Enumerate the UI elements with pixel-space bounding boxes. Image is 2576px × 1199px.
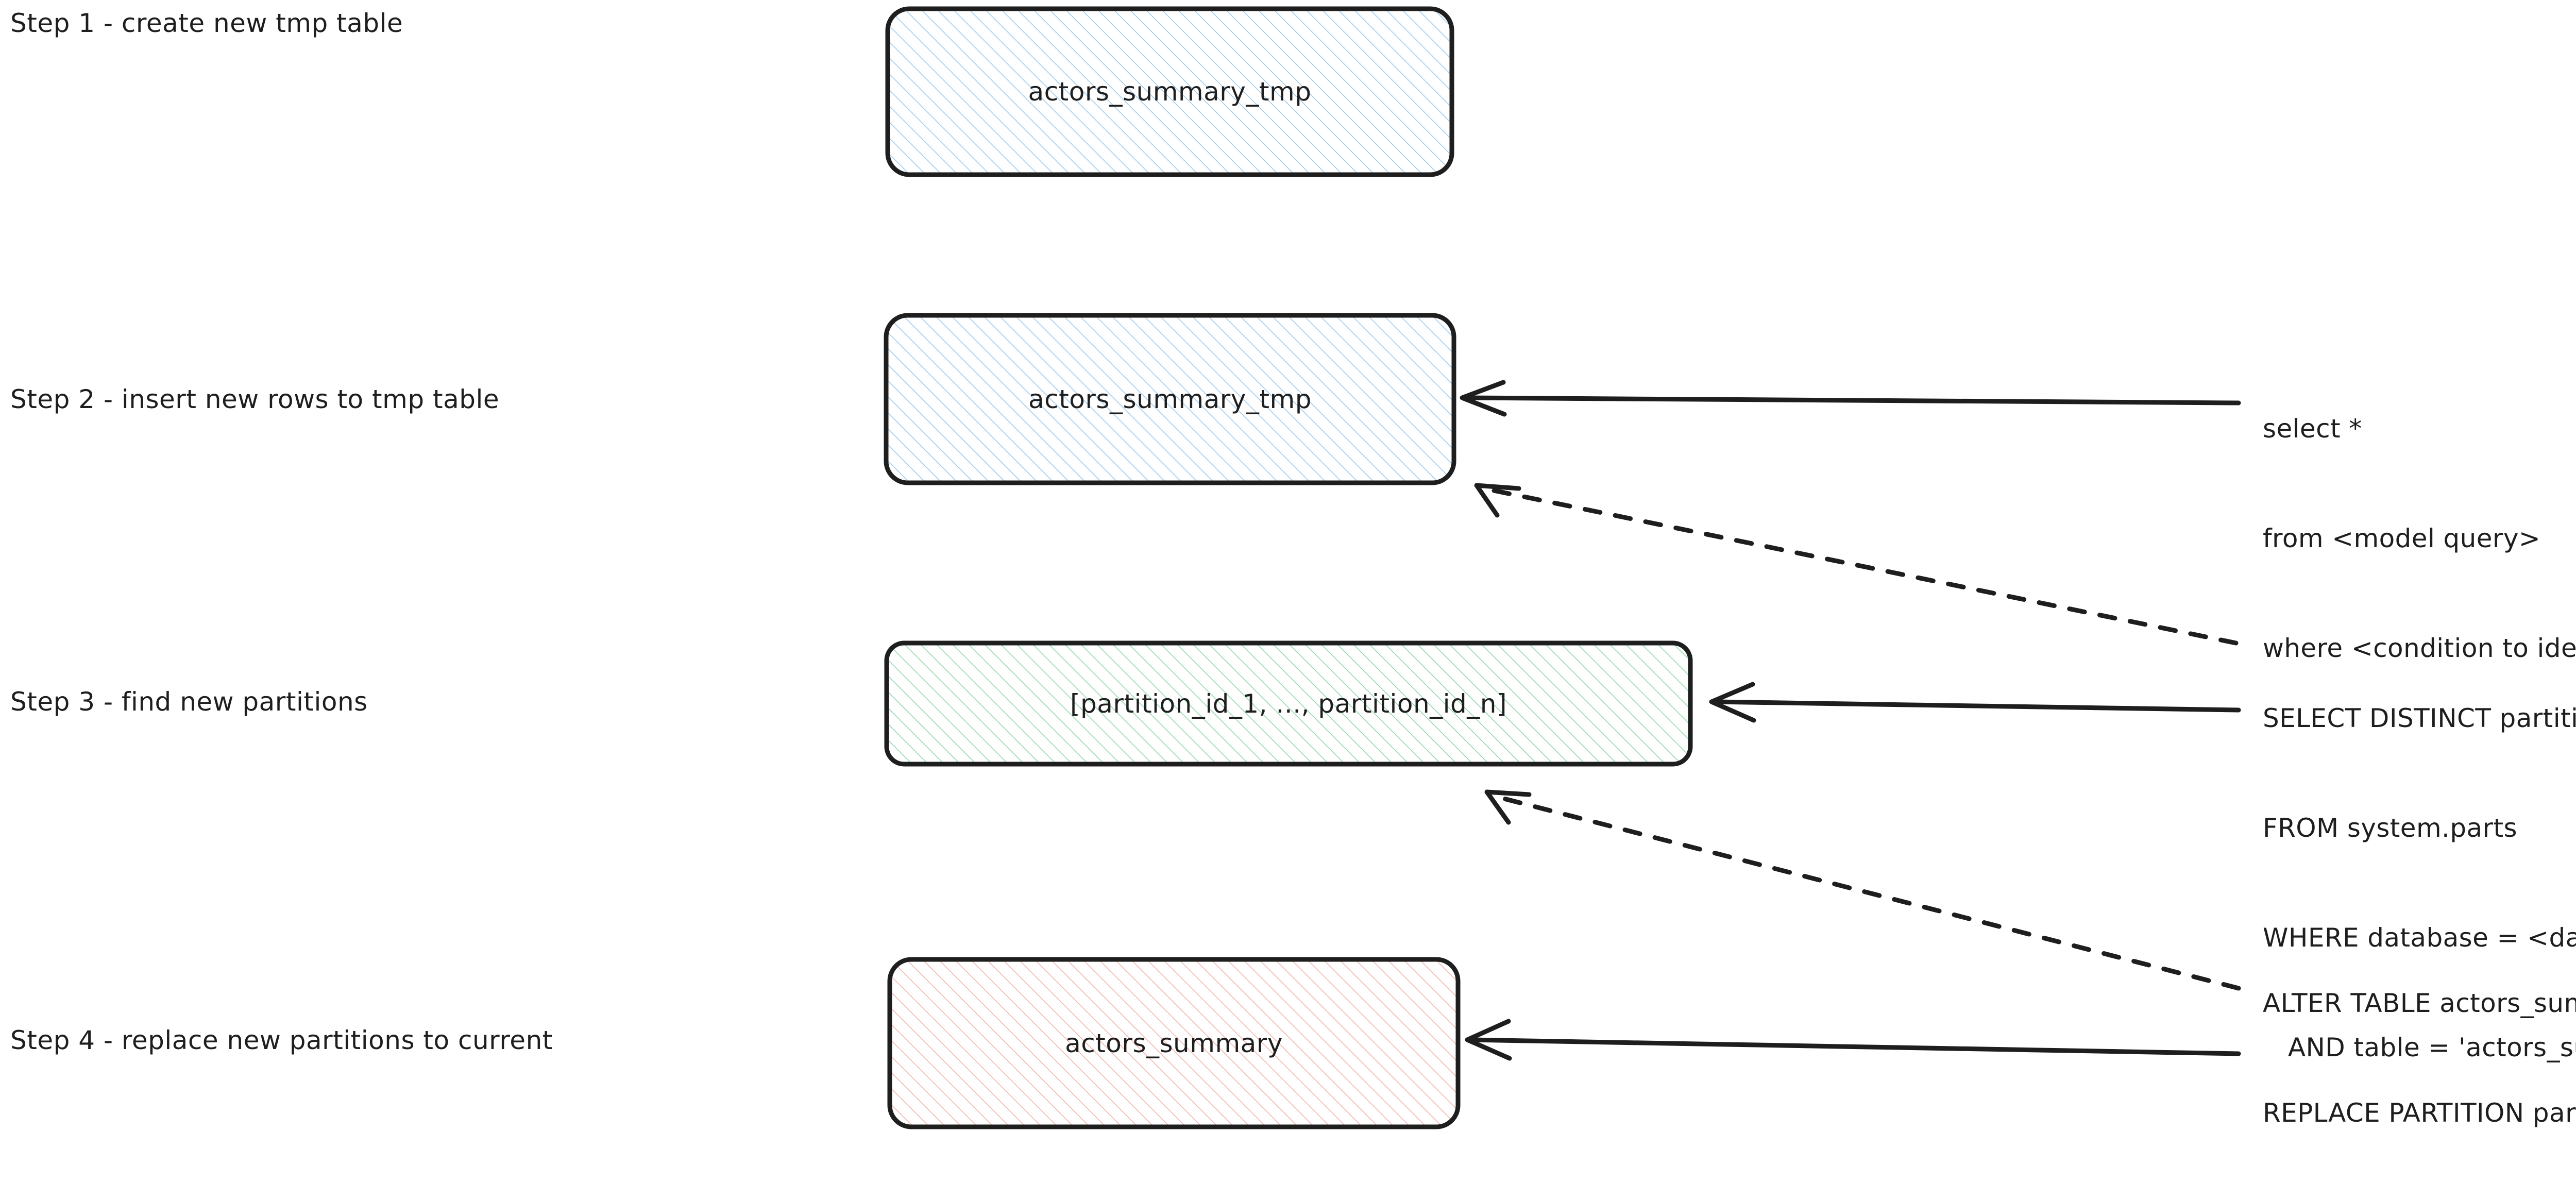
- node-actors-summary[interactable]: actors_summary: [887, 957, 1461, 1129]
- node-label: actors_summary_tmp: [1028, 384, 1312, 414]
- node-new-partitions[interactable]: [partition_id_1, ..., partition_id_n]: [884, 640, 1693, 767]
- node-tmp-table-step2[interactable]: actors_summary_tmp: [884, 313, 1456, 485]
- sql-line: AND table = 'actors_summary_tmp': [2287, 1033, 2576, 1062]
- rounded-rectangle-shape: [885, 6, 1454, 177]
- step-label-1: Step 1 - create new tmp table: [10, 8, 403, 38]
- node-tmp-table-step1[interactable]: actors_summary_tmp: [885, 6, 1454, 177]
- sql-block-step4: ALTER TABLE actors_summary REPLACE PARTI…: [2263, 912, 2576, 1199]
- step-label-3: Step 3 - find new partitions: [10, 686, 368, 717]
- sql-line: WHERE database = <database>: [2263, 923, 2576, 953]
- sql-line: FROM system.parts: [2263, 813, 2517, 843]
- sql-block-step3: SELECT DISTINCT partition_id FROM system…: [2263, 627, 2576, 1139]
- arrow-sql3-to-tmp2: [1474, 483, 2239, 646]
- rounded-rectangle-shape: [884, 640, 1693, 767]
- node-label: [partition_id_1, ..., partition_id_n]: [1070, 688, 1507, 719]
- step-label-2: Step 2 - insert new rows to tmp table: [10, 384, 500, 414]
- sql-line: where <condition to identify new>: [2263, 633, 2576, 663]
- node-label: actors_summary: [1065, 1028, 1283, 1058]
- sql-line: SELECT DISTINCT partition_id: [2263, 703, 2576, 733]
- arrow-sql2-to-tmp2: [1460, 380, 2241, 417]
- sql-line: REPLACE PARTITION partition_id_1: [2263, 1098, 2576, 1128]
- sql-line: from <model query>: [2263, 523, 2541, 553]
- sql-line: select *: [2263, 414, 2362, 444]
- sql-line: ALTER TABLE actors_summary: [2263, 988, 2576, 1018]
- rounded-rectangle-shape: [884, 313, 1456, 485]
- sql-block-step2: select * from <model query> where <condi…: [2263, 337, 2576, 740]
- arrow-sql3-to-partitions: [1709, 682, 2241, 723]
- arrow-sql4-to-partitions: [1484, 789, 2241, 991]
- rounded-rectangle-shape: [887, 957, 1461, 1129]
- arrow-sql4-to-actors: [1465, 1019, 2241, 1061]
- node-label: actors_summary_tmp: [1028, 77, 1312, 107]
- step-label-4: Step 4 - replace new partitions to curre…: [10, 1025, 553, 1055]
